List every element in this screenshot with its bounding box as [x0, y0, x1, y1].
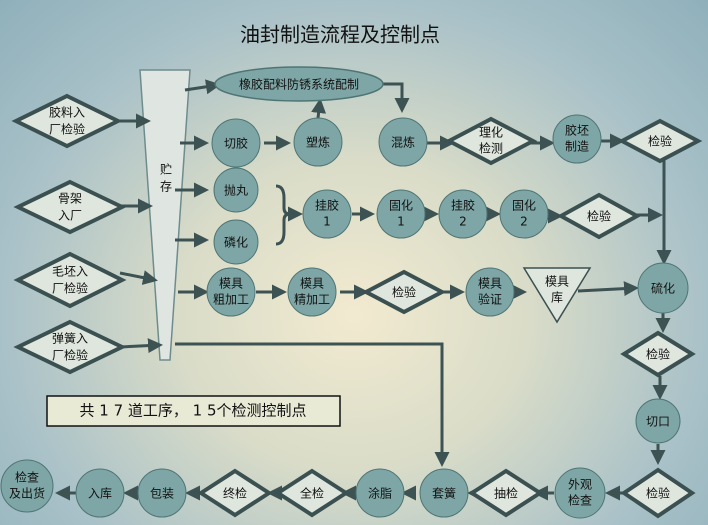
ship-check-label-2: 及出货: [9, 486, 45, 501]
inspect-1-label: 检验: [648, 134, 672, 149]
brace-connector: [275, 184, 291, 246]
storage-funnel: 贮 存: [139, 69, 191, 361]
storage-label-1: 贮: [160, 162, 172, 177]
vulcanize-label: 硫化: [651, 281, 675, 296]
physchem-test-label-2: 检测: [479, 141, 503, 156]
ship-check-label-1: 检查: [15, 470, 39, 485]
cut-rubber-label: 切胶: [224, 136, 248, 151]
mold-rough-label-1: 模具: [219, 277, 243, 291]
rubber-inspect-label-1: 胶料入: [49, 105, 85, 120]
top-row-nodes: 橡胶配料防锈系统配制 切胶 塑炼 混炼 理化 检测 胶坯 制造 检验: [211, 66, 703, 168]
middle-row-nodes: 抛丸 磷化 挂胶 1 固化 1 挂胶 2 固化 2 检验: [213, 167, 642, 265]
edge-spring-storage: [119, 338, 163, 354]
inspect-5-label: 检验: [646, 486, 670, 501]
cure-2-label-2: 2: [520, 215, 528, 229]
mold-fine-label-2: 精加工: [294, 293, 330, 307]
blank-inspect-label-2: 厂检验: [52, 281, 88, 296]
glue-1-label-2: 1: [323, 215, 331, 229]
mold-store-label-2: 库: [551, 290, 563, 305]
inspect-3-label: 检验: [392, 285, 416, 300]
physchem-test-label-1: 理化: [479, 126, 503, 140]
cure-1-label-1: 固化: [389, 199, 413, 213]
edge-blank-storage: [119, 270, 158, 286]
inspect-2-label: 检验: [587, 209, 611, 224]
fit-spring-label: 套簧: [432, 486, 456, 501]
edge-formula-mix: [382, 82, 410, 113]
shot-blast-label: 抛丸: [224, 183, 248, 198]
input-diamonds: 胶料入 厂检验 骨架 入厂 毛坯入 厂检验 弹簧入 厂检验: [11, 93, 127, 375]
inspect-4-label: 检验: [646, 347, 670, 362]
blank-inspect-label-1: 毛坯入: [52, 265, 88, 279]
bottom-row-nodes: 外观 检查 抽检 套簧 涂脂 全检 终检 包装 入库 检查 及出货: [0, 459, 606, 519]
spring-inspect-label-1: 弹簧入: [52, 331, 88, 346]
grease-label: 涂脂: [368, 486, 392, 501]
storage-label-2: 存: [160, 180, 172, 194]
visual-check-label-1: 外观: [568, 478, 592, 492]
mold-verify-label-1: 模具: [478, 277, 502, 291]
rubber-inspect-label-2: 厂检验: [49, 122, 85, 137]
blank-make-label-1: 胶坯: [565, 123, 589, 138]
edge-store-vulcanize: [577, 281, 639, 297]
full-check-label: 全检: [300, 486, 324, 501]
spring-inspect-label-2: 厂检验: [52, 348, 88, 363]
summary-note: 共 1 7 道工序， 1 5个检测控制点: [46, 395, 341, 427]
mold-store-label-1: 模具: [545, 275, 569, 289]
glue-1-label-1: 挂胶: [315, 198, 339, 213]
edge-inspect1-vulcanize: [656, 139, 690, 265]
mold-row-nodes: 模具 粗加工 模具 精加工 检验 模具 验证 模具 库: [206, 267, 592, 324]
pack-label: 包装: [150, 487, 174, 501]
mold-fine-label-1: 模具: [300, 277, 324, 291]
summary-note-text: 共 1 7 道工序， 1 5个检测控制点: [79, 402, 306, 420]
rubber-formula-label: 橡胶配料防锈系统配制: [239, 77, 359, 92]
glue-2-label-2: 2: [459, 215, 467, 229]
frame-inspect-label-2: 入厂: [58, 209, 82, 223]
mold-verify-label-2: 验证: [478, 292, 502, 307]
edge-storage-formula: [184, 79, 221, 95]
right-column-nodes: 硫化 检验 切口 检验: [620, 262, 696, 519]
mix-label: 混炼: [391, 135, 415, 150]
frame-inspect-label-1: 骨架: [58, 192, 82, 206]
visual-check-label-2: 检查: [568, 493, 592, 508]
trim-label: 切口: [646, 415, 670, 429]
edge-spring-fitspring: [175, 342, 450, 467]
mold-rough-label-2: 粗加工: [213, 293, 249, 307]
glue-2-label-1: 挂胶: [451, 198, 475, 213]
edge-plasticize-formula: [311, 98, 327, 119]
cure-1-label-2: 1: [397, 215, 405, 229]
final-check-label: 终检: [223, 486, 247, 501]
phosphate-label: 磷化: [224, 235, 248, 250]
sample-check-label: 抽检: [494, 486, 518, 501]
plasticize-label: 塑炼: [306, 135, 330, 150]
diagram-title: 油封制造流程及控制点: [240, 23, 440, 47]
mold-store-triangle: [522, 267, 592, 324]
cure-2-label-1: 固化: [512, 199, 536, 213]
warehouse-label: 入库: [88, 486, 112, 501]
blank-make-label-2: 制造: [565, 140, 589, 154]
